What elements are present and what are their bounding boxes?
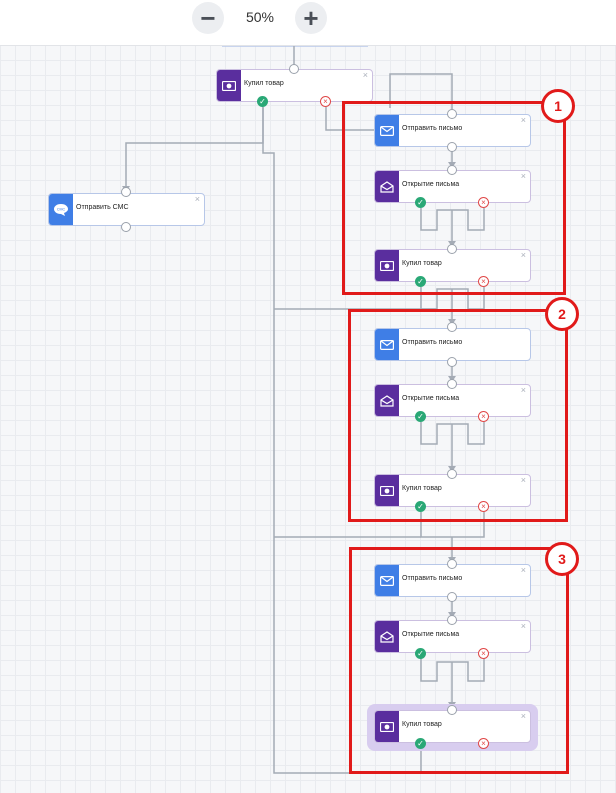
yes-port[interactable]: ✓ (415, 648, 426, 659)
envelope-icon (375, 565, 399, 596)
close-icon[interactable]: × (520, 171, 526, 181)
node-purchased-main[interactable]: Купил товар × (216, 69, 373, 102)
node-open-email-3[interactable]: Открытие письма × (374, 620, 531, 653)
no-port[interactable]: × (478, 276, 489, 287)
node-label: Открытие письма (402, 181, 460, 188)
yes-port[interactable]: ✓ (415, 276, 426, 287)
no-port[interactable]: × (320, 96, 331, 107)
open-envelope-icon (375, 621, 399, 652)
input-port[interactable] (447, 244, 457, 254)
output-port[interactable] (121, 222, 131, 232)
money-icon (375, 711, 399, 742)
input-port[interactable] (121, 187, 131, 197)
input-port[interactable] (289, 64, 299, 74)
input-port[interactable] (447, 109, 457, 119)
node-purchased-1[interactable]: Купил товар × (374, 249, 531, 282)
output-port[interactable] (447, 592, 457, 602)
input-port[interactable] (447, 705, 457, 715)
input-port[interactable] (447, 165, 457, 175)
close-icon[interactable]: × (362, 70, 368, 80)
close-icon[interactable]: × (194, 194, 200, 204)
annotation-badge-2: 2 (545, 297, 579, 331)
node-label: Купил товар (244, 80, 284, 87)
close-icon[interactable]: × (520, 711, 526, 721)
no-port[interactable]: × (478, 411, 489, 422)
zoom-in-button[interactable]: + (295, 2, 327, 34)
input-port[interactable] (447, 615, 457, 625)
close-icon[interactable]: × (520, 475, 526, 485)
node-label: Купил товар (402, 485, 442, 492)
zoom-level: 50% (245, 9, 275, 25)
no-port[interactable]: × (478, 738, 489, 749)
node-open-email-1[interactable]: Открытие письма × (374, 170, 531, 203)
output-port[interactable] (447, 357, 457, 367)
input-port[interactable] (447, 322, 457, 332)
money-icon (375, 475, 399, 506)
input-port[interactable] (447, 379, 457, 389)
node-label: Купил товар (402, 260, 442, 267)
annotation-badge-1: 1 (541, 89, 575, 123)
close-icon[interactable]: × (520, 621, 526, 631)
yes-port[interactable]: ✓ (257, 96, 268, 107)
node-send-sms[interactable]: СМС Отправить СМС × (48, 193, 205, 226)
close-icon[interactable]: × (520, 565, 526, 575)
yes-port[interactable]: ✓ (415, 197, 426, 208)
zoom-out-button[interactable]: − (192, 2, 224, 34)
money-icon (375, 250, 399, 281)
node-label: Отправить письмо (402, 339, 463, 346)
annotation-box-3 (349, 547, 569, 774)
node-open-email-2[interactable]: Открытие письма × (374, 384, 531, 417)
sms-bubble-icon: СМС (49, 194, 73, 225)
annotation-box-2 (348, 309, 568, 522)
node-send-email-3[interactable]: Отправить письмо × (374, 564, 531, 597)
svg-text:СМС: СМС (57, 207, 66, 211)
no-port[interactable]: × (478, 648, 489, 659)
money-icon (217, 70, 241, 101)
node-label: Открытие письма (402, 631, 460, 638)
close-icon[interactable]: × (520, 250, 526, 260)
yes-port[interactable]: ✓ (415, 411, 426, 422)
input-port[interactable] (447, 469, 457, 479)
node-label: Купил товар (402, 721, 442, 728)
envelope-icon (375, 329, 399, 360)
annotation-box-1 (342, 101, 566, 295)
node-label: Отправить СМС (76, 204, 129, 211)
annotation-badge-3: 3 (545, 542, 579, 576)
envelope-icon (375, 115, 399, 146)
yes-port[interactable]: ✓ (415, 501, 426, 512)
node-label: Открытие письма (402, 395, 460, 402)
node-label: Отправить письмо (402, 575, 463, 582)
node-label: Отправить письмо (402, 125, 463, 132)
input-port[interactable] (447, 559, 457, 569)
zoom-toolbar: − 50% + (0, 0, 616, 46)
yes-port[interactable]: ✓ (415, 738, 426, 749)
open-envelope-icon (375, 171, 399, 202)
close-icon[interactable]: × (520, 115, 526, 125)
node-purchased-3[interactable]: Купил товар × (374, 710, 531, 743)
no-port[interactable]: × (478, 501, 489, 512)
output-port[interactable] (447, 142, 457, 152)
no-port[interactable]: × (478, 197, 489, 208)
open-envelope-icon (375, 385, 399, 416)
close-icon[interactable]: × (520, 385, 526, 395)
